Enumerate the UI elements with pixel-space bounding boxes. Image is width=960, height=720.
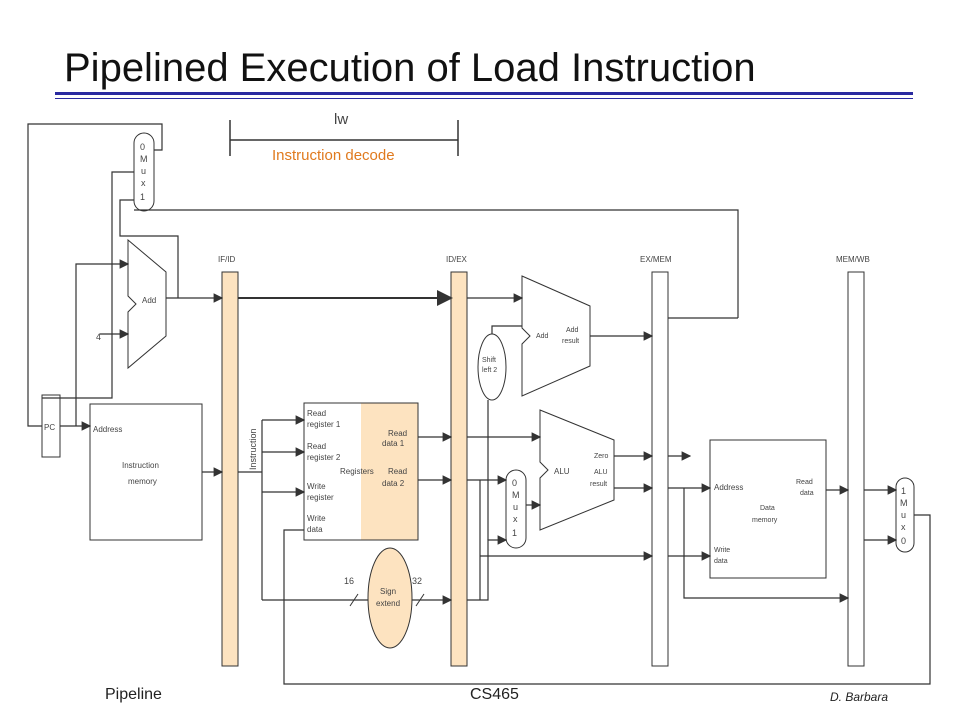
alu-src-mux: 0 M u x 1	[505, 469, 527, 549]
svg-text:Read: Read	[388, 429, 407, 438]
stage-bracket: lw Instruction decode	[229, 111, 459, 164]
data-memory: Address Data memory Read data Write data	[709, 439, 827, 579]
svg-text:data 1: data 1	[382, 439, 405, 448]
svg-text:register 2: register 2	[307, 453, 341, 462]
svg-text:Read: Read	[388, 467, 407, 476]
svg-text:Registers: Registers	[340, 467, 374, 476]
svg-text:ALU: ALU	[554, 467, 570, 476]
svg-text:M: M	[900, 498, 908, 508]
wb-mux: 1 M u x 0	[895, 477, 915, 553]
if-id-register	[221, 271, 239, 667]
svg-text:register 1: register 1	[307, 420, 341, 429]
svg-text:4: 4	[96, 332, 101, 342]
svg-text:1: 1	[512, 528, 517, 538]
title-underline-thin	[55, 98, 913, 99]
stage-instruction: lw	[334, 111, 348, 128]
svg-text:result: result	[562, 338, 579, 345]
svg-text:x: x	[513, 514, 518, 524]
svg-text:Add: Add	[566, 327, 579, 334]
pc-register: PC	[41, 394, 61, 458]
wires	[27, 123, 931, 685]
svg-text:Shift: Shift	[482, 357, 496, 364]
svg-text:data: data	[800, 490, 814, 497]
svg-text:data 2: data 2	[382, 479, 405, 488]
svg-text:left 2: left 2	[482, 367, 497, 374]
id-ex-register	[450, 271, 468, 667]
svg-text:Add: Add	[536, 333, 549, 340]
svg-text:0: 0	[512, 478, 517, 488]
svg-text:Read: Read	[796, 479, 813, 486]
svg-text:32: 32	[412, 576, 422, 586]
svg-text:ALU: ALU	[594, 469, 608, 476]
footer-author: D. Barbara	[830, 690, 889, 704]
label-mem-wb: MEM/WB	[836, 255, 870, 264]
svg-text:Data: Data	[760, 505, 775, 512]
shift-left-2: Shift left 2	[477, 333, 507, 401]
stage-name: Instruction decode	[272, 147, 395, 164]
svg-text:register: register	[307, 493, 334, 502]
svg-text:memory: memory	[752, 517, 778, 524]
pc-mux: 0 M u x 1	[133, 132, 155, 212]
pipeline-registers: IF/ID ID/EX EX/MEM MEM/WB	[218, 255, 870, 667]
footer-course: CS465	[470, 686, 519, 703]
svg-text:Sign: Sign	[380, 587, 396, 596]
alu: ALU Zero ALU result	[539, 409, 615, 531]
svg-text:u: u	[513, 502, 518, 512]
svg-text:extend: extend	[376, 599, 400, 608]
svg-text:M: M	[140, 154, 148, 164]
label-id-ex: ID/EX	[446, 255, 468, 264]
label-if-id: IF/ID	[218, 255, 236, 264]
svg-text:M: M	[512, 490, 520, 500]
instruction-bus-label: Instruction	[248, 428, 258, 470]
svg-text:Read: Read	[307, 409, 326, 418]
svg-text:16: 16	[344, 576, 354, 586]
register-file: Read register 1 Read register 2 Write re…	[303, 402, 419, 541]
pc-adder: Add 4	[96, 238, 167, 370]
svg-text:result: result	[590, 481, 607, 488]
svg-text:1: 1	[901, 486, 906, 496]
svg-text:Write: Write	[307, 514, 326, 523]
sign-extend: Sign extend 16 32	[344, 547, 425, 649]
footer-left: Pipeline	[105, 686, 162, 703]
svg-text:0: 0	[140, 142, 145, 152]
svg-text:data: data	[714, 558, 728, 565]
svg-text:Write: Write	[307, 482, 326, 491]
branch-adder: Add Add result	[521, 275, 591, 397]
svg-text:Address: Address	[93, 425, 122, 434]
svg-text:Zero: Zero	[594, 453, 609, 460]
svg-text:Write: Write	[714, 547, 730, 554]
mem-wb-register	[847, 271, 865, 667]
svg-text:x: x	[141, 178, 146, 188]
label-ex-mem: EX/MEM	[640, 255, 672, 264]
svg-text:1: 1	[140, 192, 145, 202]
title-underline	[55, 92, 913, 95]
svg-text:x: x	[901, 522, 906, 532]
svg-text:PC: PC	[44, 423, 55, 432]
instruction-memory: Address Instruction memory	[89, 403, 203, 541]
ex-mem-register	[651, 271, 669, 667]
svg-text:0: 0	[901, 536, 906, 546]
svg-text:memory: memory	[128, 477, 157, 486]
svg-text:Add: Add	[142, 296, 156, 305]
svg-text:Read: Read	[307, 442, 326, 451]
svg-text:Address: Address	[714, 483, 743, 492]
svg-text:Instruction: Instruction	[122, 461, 159, 470]
svg-text:data: data	[307, 525, 323, 534]
slide-title: Pipelined Execution of Load Instruction	[64, 46, 756, 90]
svg-text:u: u	[901, 510, 906, 520]
svg-text:u: u	[141, 166, 146, 176]
